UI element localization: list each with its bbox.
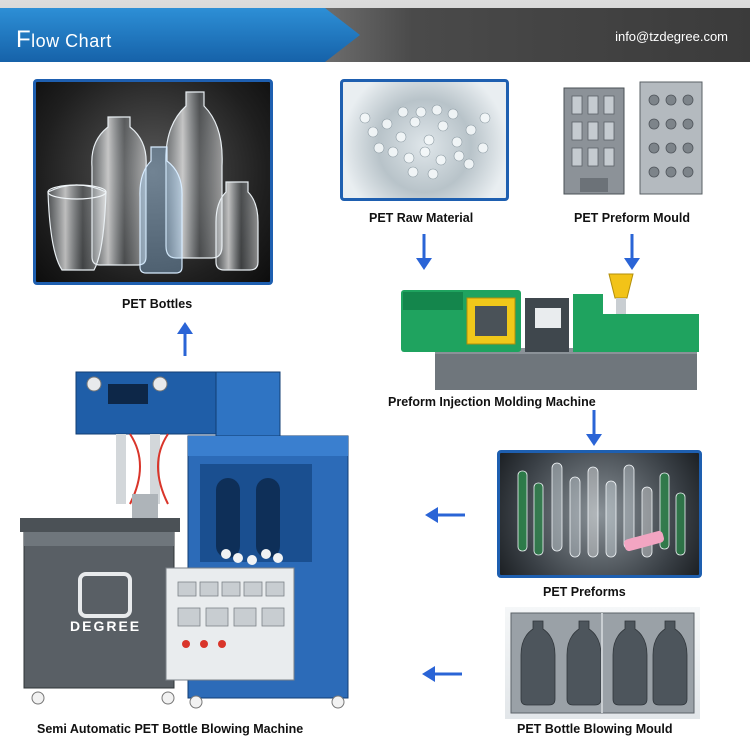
arrow-down-to-preforms	[585, 410, 603, 446]
blowing-machine-label: Semi Automatic PET Bottle Blowing Machin…	[37, 722, 304, 736]
header-dark-band	[300, 8, 750, 62]
blowing-machine-image: DEGREE	[20, 368, 355, 713]
arrow-left-from-preforms	[425, 506, 465, 524]
pet-preform-mould-image	[560, 78, 708, 202]
pet-preform-mould-label: PET Preform Mould	[574, 211, 690, 225]
pet-bottle-blowing-mould-label: PET Bottle Blowing Mould	[517, 722, 673, 736]
arrow-down-from-preform-mould	[623, 234, 641, 270]
arrow-left-from-blowing-mould	[422, 665, 462, 683]
pet-preforms-image	[497, 450, 702, 578]
injection-molding-machine-label: Preform Injection Molding Machine	[388, 395, 596, 409]
pet-raw-material-image	[340, 79, 509, 201]
pet-preforms-label: PET Preforms	[543, 585, 626, 599]
injection-molding-machine-image	[395, 268, 707, 398]
arrow-down-from-raw-material	[415, 234, 433, 270]
contact-email[interactable]: info@tzdegree.com	[615, 29, 728, 44]
pet-bottle-blowing-mould-image	[505, 607, 700, 719]
degree-logo-text: DEGREE	[70, 618, 142, 634]
pet-bottles-label: PET Bottles	[122, 297, 193, 311]
pet-bottles-image	[33, 79, 273, 285]
arrow-up-to-bottles	[176, 322, 194, 356]
header-title-tab	[0, 8, 360, 62]
pet-raw-material-label: PET Raw Material	[369, 211, 474, 225]
page-title: Flow Chart	[16, 26, 112, 53]
